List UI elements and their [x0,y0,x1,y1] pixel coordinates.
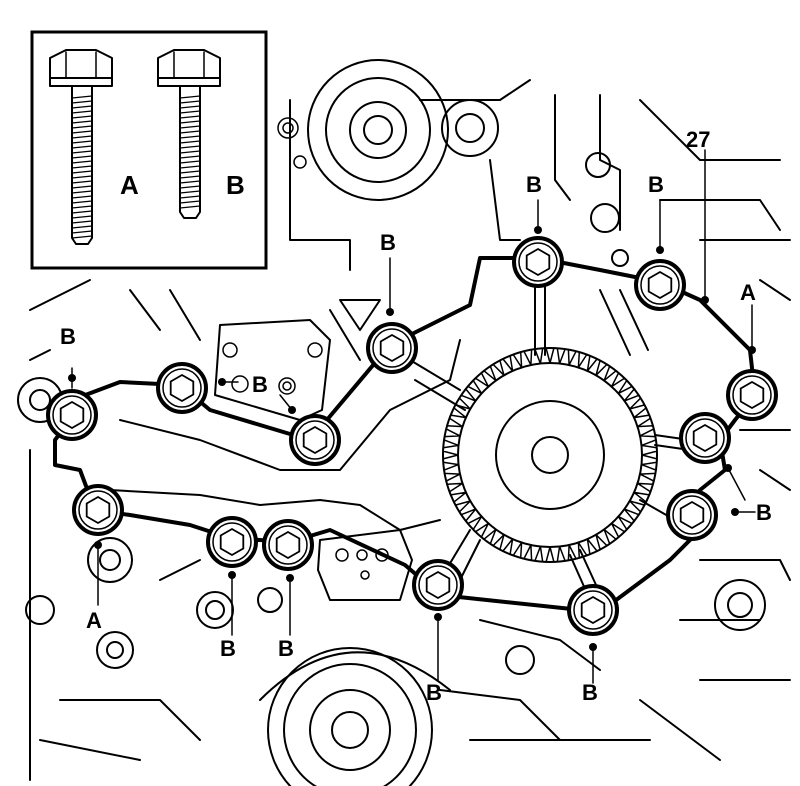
bolt-head [634,259,686,311]
bolt-head [46,389,98,441]
callout-b-upper-middle: B [380,230,396,255]
callout-b-lower-left: B [220,636,236,661]
bolt-heads [46,236,778,636]
callout-b-top-center: B [526,172,542,197]
bolt-legend-inset: A B [30,30,268,270]
callout-a-upper-right: A [740,280,756,305]
bolt-a-label: A [120,170,139,200]
bolt-head [156,362,208,414]
bolt-head [512,236,564,288]
bolt-head [726,369,778,421]
bolt-head [72,484,124,536]
water-pump-gear [442,347,658,563]
callout-b-bottom-right: B [582,680,598,705]
bolt-head [262,519,314,571]
callout-b-bottom-middle: B [426,680,442,705]
bolt-b-illustration [157,49,221,219]
callout-b-left: B [60,324,76,349]
callout-b-small-plate: B [252,372,268,397]
callout-b-top-right: B [648,172,664,197]
bolt-head [679,412,731,464]
part-number-label: 27 [686,127,710,152]
callout-labels: 27 B B B A B B B A B B B B [60,127,772,705]
callout-b-lower-left-2: B [278,636,294,661]
bolt-head [412,559,464,611]
engine-background-lineart [17,59,791,786]
leader-lines [68,149,756,684]
bolt-head [567,584,619,636]
callout-a-lower-left: A [86,608,102,633]
bolt-head [289,414,341,466]
bolt-head [666,489,718,541]
bolt-b-label: B [226,170,245,200]
water-pump-gasket-outline [53,256,757,614]
bolt-head [366,322,418,374]
callout-b-right: B [756,500,772,525]
bolt-a-illustration [49,49,113,245]
bolt-head [206,516,258,568]
